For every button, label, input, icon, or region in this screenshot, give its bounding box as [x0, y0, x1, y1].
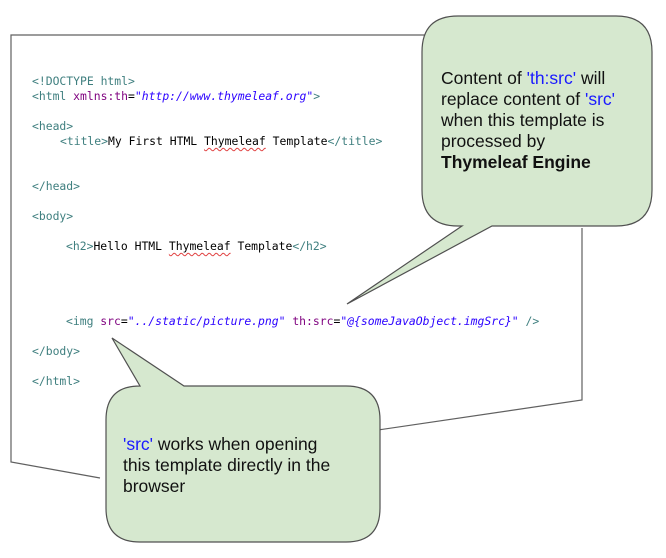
xmlns-value: "http://www.thymeleaf.org" [134, 89, 314, 103]
callout-bottom-bubble [105, 337, 381, 543]
head-open-tag: <head> [32, 119, 74, 133]
h2-text-before: Hello HTML [93, 239, 169, 253]
code-line-html-close: </html> [32, 374, 80, 388]
callout-right-bubble [346, 15, 653, 305]
callout-right-line-2: replace content of 'src' [441, 89, 641, 110]
callout-right-line-2-prefix: replace content of [441, 89, 585, 109]
head-close-tag: </head> [32, 179, 81, 193]
equals-sign: = [128, 89, 135, 103]
callout-bottom-line-3: browser [123, 476, 186, 496]
callout-bottom-line-1-suffix: works when opening [153, 434, 318, 454]
th-src-value: "@{someJavaObject.imgSrc}" [340, 314, 519, 328]
src-value: "../static/picture.png" [127, 314, 286, 328]
callout-bottom-line-2: this template directly in the [123, 455, 331, 475]
equals-sign: = [333, 314, 341, 328]
h2-spellcheck-word: Thymeleaf [168, 239, 231, 253]
callout-bottom-line-1: 'src' works when opening [123, 434, 373, 455]
callout-right-line-1-prefix: Content of [441, 68, 527, 88]
h2-text-after: Template [230, 239, 293, 253]
title-close-tag: </title> [327, 134, 383, 148]
html-close-tag: </html> [32, 374, 81, 388]
title-open-tag: <title> [60, 134, 109, 148]
title-spellcheck-word: Thymeleaf [204, 134, 266, 148]
img-tag-start: <img [66, 314, 101, 328]
callout-right-line-1-suffix: will [576, 68, 606, 88]
code-line-body-open: <body> [32, 209, 73, 223]
body-close-tag: </body> [32, 344, 81, 358]
callout-bottom-text: 'src' works when opening this template d… [123, 434, 373, 497]
callout-right-line-3: when this template is [441, 110, 605, 130]
title-text-before: My First HTML [108, 134, 205, 148]
h2-open-tag: <h2> [66, 239, 94, 253]
code-line-head-close: </head> [32, 179, 80, 193]
document-page-outline-right [377, 228, 583, 431]
body-open-tag: <body> [32, 209, 74, 223]
code-line-img: <img src="../static/picture.png" th:src=… [66, 314, 539, 328]
th-src-attr: th:src [292, 314, 334, 328]
src-attr: src [100, 314, 121, 328]
title-text-after: Template [265, 134, 328, 148]
doctype-text: <!DOCTYPE html> [32, 74, 135, 88]
code-line-body-close: </body> [32, 344, 80, 358]
html-tag-start: <html [32, 89, 74, 103]
xmlns-attr: xmlns:th [73, 89, 129, 103]
src-highlight: 'src' [123, 434, 154, 454]
equals-sign: = [120, 314, 128, 328]
code-line-h2: <h2>Hello HTML Thymeleaf Template</h2> [66, 239, 327, 253]
img-tag-end: /> [518, 314, 540, 328]
h2-close-tag: </h2> [292, 239, 327, 253]
thymeleaf-engine-label: Thymeleaf Engine [441, 152, 591, 172]
code-line-html-open: <html xmlns:th="http://www.thymeleaf.org… [32, 89, 320, 103]
th-src-highlight: 'th:src' [526, 68, 577, 88]
callout-right-line-1: Content of 'th:src' will [441, 68, 641, 89]
src-highlight: 'src' [584, 89, 615, 109]
code-line-doctype: <!DOCTYPE html> [32, 74, 135, 88]
document-page-outline [10, 34, 430, 479]
callout-right-line-4: processed by [441, 131, 546, 151]
html-tag-end: > [313, 89, 321, 103]
callout-right-text: Content of 'th:src' will replace content… [441, 68, 641, 173]
code-line-head-open: <head> [32, 119, 73, 133]
code-line-title: <title>My First HTML Thymeleaf Template<… [60, 134, 382, 148]
